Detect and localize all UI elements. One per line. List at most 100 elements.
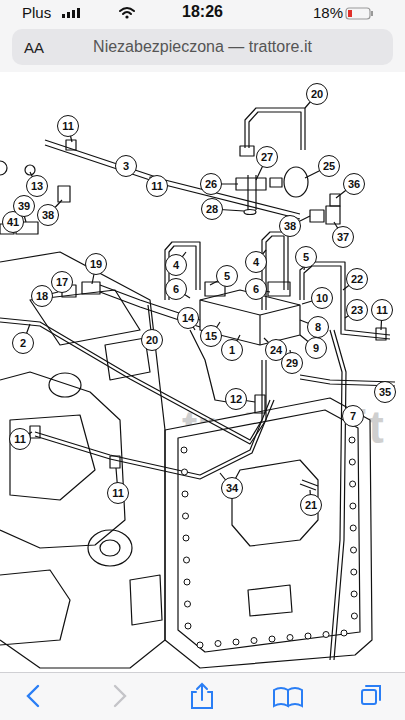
bolt-hole	[349, 437, 355, 443]
bolt-hole	[183, 513, 189, 519]
callout-number: 6	[165, 278, 187, 300]
callout-number: 4	[165, 254, 187, 276]
callout-text: 11	[62, 121, 74, 132]
bolt-hole	[184, 557, 190, 563]
callout-text: 1	[229, 345, 235, 356]
callout-text: 26	[205, 179, 217, 190]
callout-text: 4	[253, 257, 259, 268]
callout-text: 38	[284, 221, 296, 232]
bolt-hole	[287, 635, 293, 641]
callout-text: 18	[36, 291, 48, 302]
bolt-hole	[182, 469, 188, 475]
callout-text: 39	[18, 201, 30, 212]
bolt-hole	[185, 601, 191, 607]
callout-text: 34	[226, 483, 238, 494]
text-size-button: AA	[24, 39, 44, 56]
callout-number: 18	[31, 285, 53, 307]
callout-number: 10	[311, 287, 333, 309]
bolt-hole	[350, 481, 356, 487]
callout-text: 15	[205, 331, 217, 342]
callout-number: 39	[13, 195, 35, 217]
callout-text: 11	[376, 305, 388, 316]
callout-text: 37	[337, 232, 349, 243]
bolt-hole	[341, 630, 347, 636]
callout-text: 20	[311, 89, 323, 100]
bolt-hole	[305, 633, 311, 639]
callout-number: 28	[201, 198, 223, 220]
callout-number: 11	[107, 482, 129, 504]
bolt-hole	[351, 569, 357, 575]
bolt-hole	[269, 636, 275, 642]
bolt-hole	[215, 641, 221, 647]
callout-text: 7	[350, 411, 356, 422]
callout-number: 13	[26, 175, 48, 197]
callout-text: 3	[123, 161, 129, 172]
callout-text: 11	[14, 434, 26, 445]
callout-number: 37	[332, 226, 354, 248]
callout-text: 21	[305, 500, 317, 511]
callout-text: 10	[316, 293, 328, 304]
callout-number: 29	[281, 352, 303, 374]
callout-text: 35	[379, 387, 391, 398]
callout-text: 9	[313, 343, 319, 354]
bolt-hole	[350, 525, 356, 531]
callout-text: 11	[112, 488, 124, 499]
callout-text: 19	[90, 259, 102, 270]
callout-text: 17	[56, 277, 68, 288]
callout-number: 27	[256, 146, 278, 168]
callout-text: 6	[253, 284, 259, 295]
callout-number: 6	[245, 278, 267, 300]
callout-number: 26	[200, 173, 222, 195]
callout-number: 14	[177, 307, 199, 329]
address-bar: AA Niezabezpieczona — trattore.it	[12, 29, 393, 65]
bolt-hole	[349, 459, 355, 465]
callout-text: 14	[182, 313, 194, 324]
callout-text: 4	[173, 260, 179, 271]
bolt-hole	[184, 579, 190, 585]
callout-number: 25	[318, 155, 340, 177]
carrier-name: Plus	[22, 4, 51, 21]
callout-text: 41	[7, 217, 19, 228]
callout-text: 27	[261, 152, 273, 163]
bolt-hole	[185, 623, 191, 629]
callout-number: 34	[221, 477, 243, 499]
callout-number: 20	[306, 83, 328, 105]
callout-text: 13	[31, 181, 43, 192]
callout-number: 3	[115, 155, 137, 177]
bolt-hole	[323, 632, 329, 638]
callout-number: 12	[225, 388, 247, 410]
callout-number: 5	[216, 265, 238, 287]
callout-number: 23	[346, 299, 368, 321]
bolt-hole	[251, 638, 257, 644]
callout-number: 1	[221, 339, 243, 361]
callout-number: 2	[12, 332, 34, 354]
callout-text: 23	[351, 305, 363, 316]
bolt-hole	[197, 642, 203, 648]
callout-number: 4	[245, 251, 267, 273]
callout-text: 29	[286, 358, 298, 369]
callout-text: 36	[348, 179, 360, 190]
callout-number: 35	[374, 381, 396, 403]
callout-number: 11	[146, 175, 168, 197]
callout-text: 8	[315, 322, 321, 333]
callout-number: 7	[342, 405, 364, 427]
callout-number: 17	[51, 271, 73, 293]
bolt-hole	[350, 503, 356, 509]
callout-text: 20	[146, 335, 158, 346]
callout-number: 9	[305, 337, 327, 359]
page-address: Niezabezpieczona — trattore.it	[93, 38, 312, 56]
bolt-hole	[182, 491, 188, 497]
callout-text: 24	[270, 345, 282, 356]
callout-number: 15	[200, 325, 222, 347]
bolt-hole	[351, 591, 357, 597]
callout-text: 38	[42, 210, 54, 221]
callout-text: 2	[20, 338, 26, 349]
callout-number: 38	[279, 215, 301, 237]
callout-number: 19	[85, 253, 107, 275]
callout-number: 11	[9, 428, 31, 450]
callout-text: 5	[303, 252, 309, 263]
callout-number: 8	[307, 316, 329, 338]
callout-text: 28	[206, 204, 218, 215]
callout-text: 11	[151, 181, 163, 192]
